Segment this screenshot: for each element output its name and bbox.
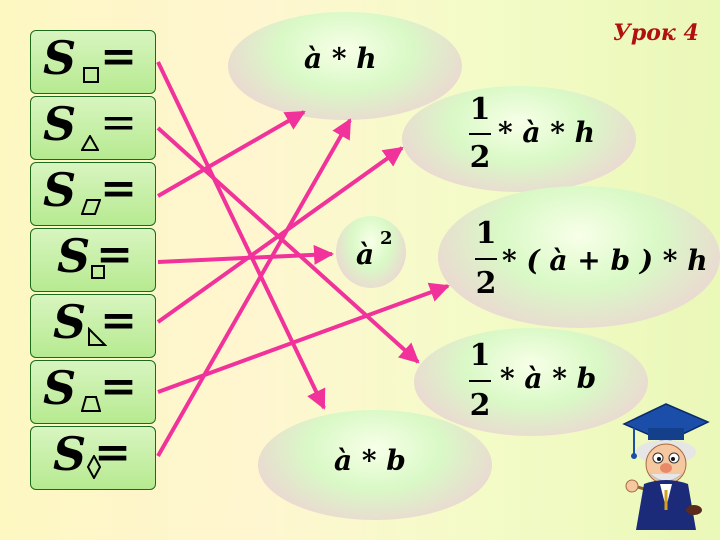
professor-mascot-image bbox=[608, 398, 718, 534]
arrow-parallelogram-to-ah bbox=[158, 112, 304, 196]
